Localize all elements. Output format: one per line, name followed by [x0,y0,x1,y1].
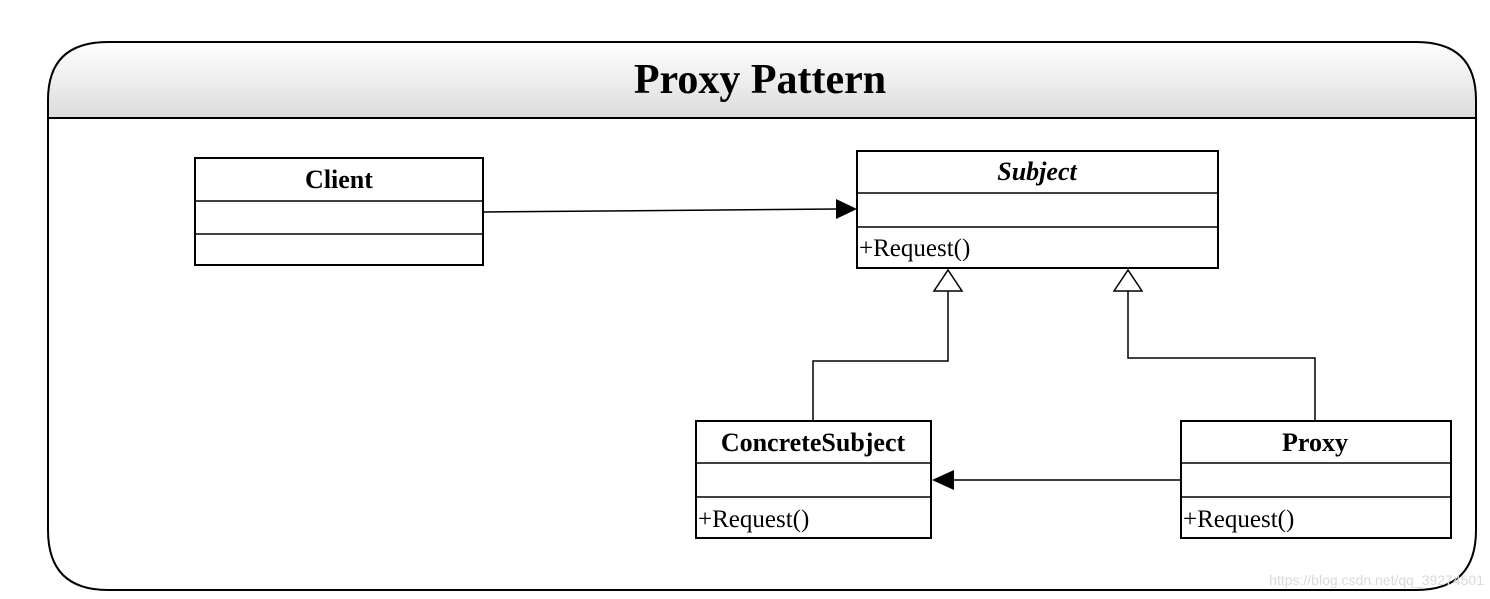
class-name-client: Client [305,165,373,194]
generalization-concrete-subject-subject [812,268,964,421]
watermark: https://blog.csdn.net/qq_39274501 [1269,572,1484,588]
header-band [48,42,1476,118]
association-client-subject [482,199,857,219]
hollow-triangle-arrowhead [932,268,964,292]
hollow-triangle-arrowhead [1112,268,1144,292]
operation-concrete-subject-request: +Request() [698,506,809,533]
arrowhead-filled [836,199,857,219]
association-proxy-concrete-subject [932,470,1181,490]
class-client: Client [194,157,484,266]
arrowhead-filled [932,470,954,490]
generalization-proxy-subject [1112,268,1316,421]
class-name-proxy: Proxy [1282,428,1348,457]
operation-proxy-request: +Request() [1183,506,1294,533]
operation-subject-request: +Request() [859,235,970,262]
class-name-subject: Subject [997,157,1077,186]
class-concrete-subject: ConcreteSubject +Request() [695,420,932,539]
class-subject: Subject +Request() [856,150,1219,269]
diagram-title: Proxy Pattern [634,57,886,103]
class-proxy: Proxy +Request() [1180,420,1452,539]
class-name-concrete-subject: ConcreteSubject [721,428,906,457]
